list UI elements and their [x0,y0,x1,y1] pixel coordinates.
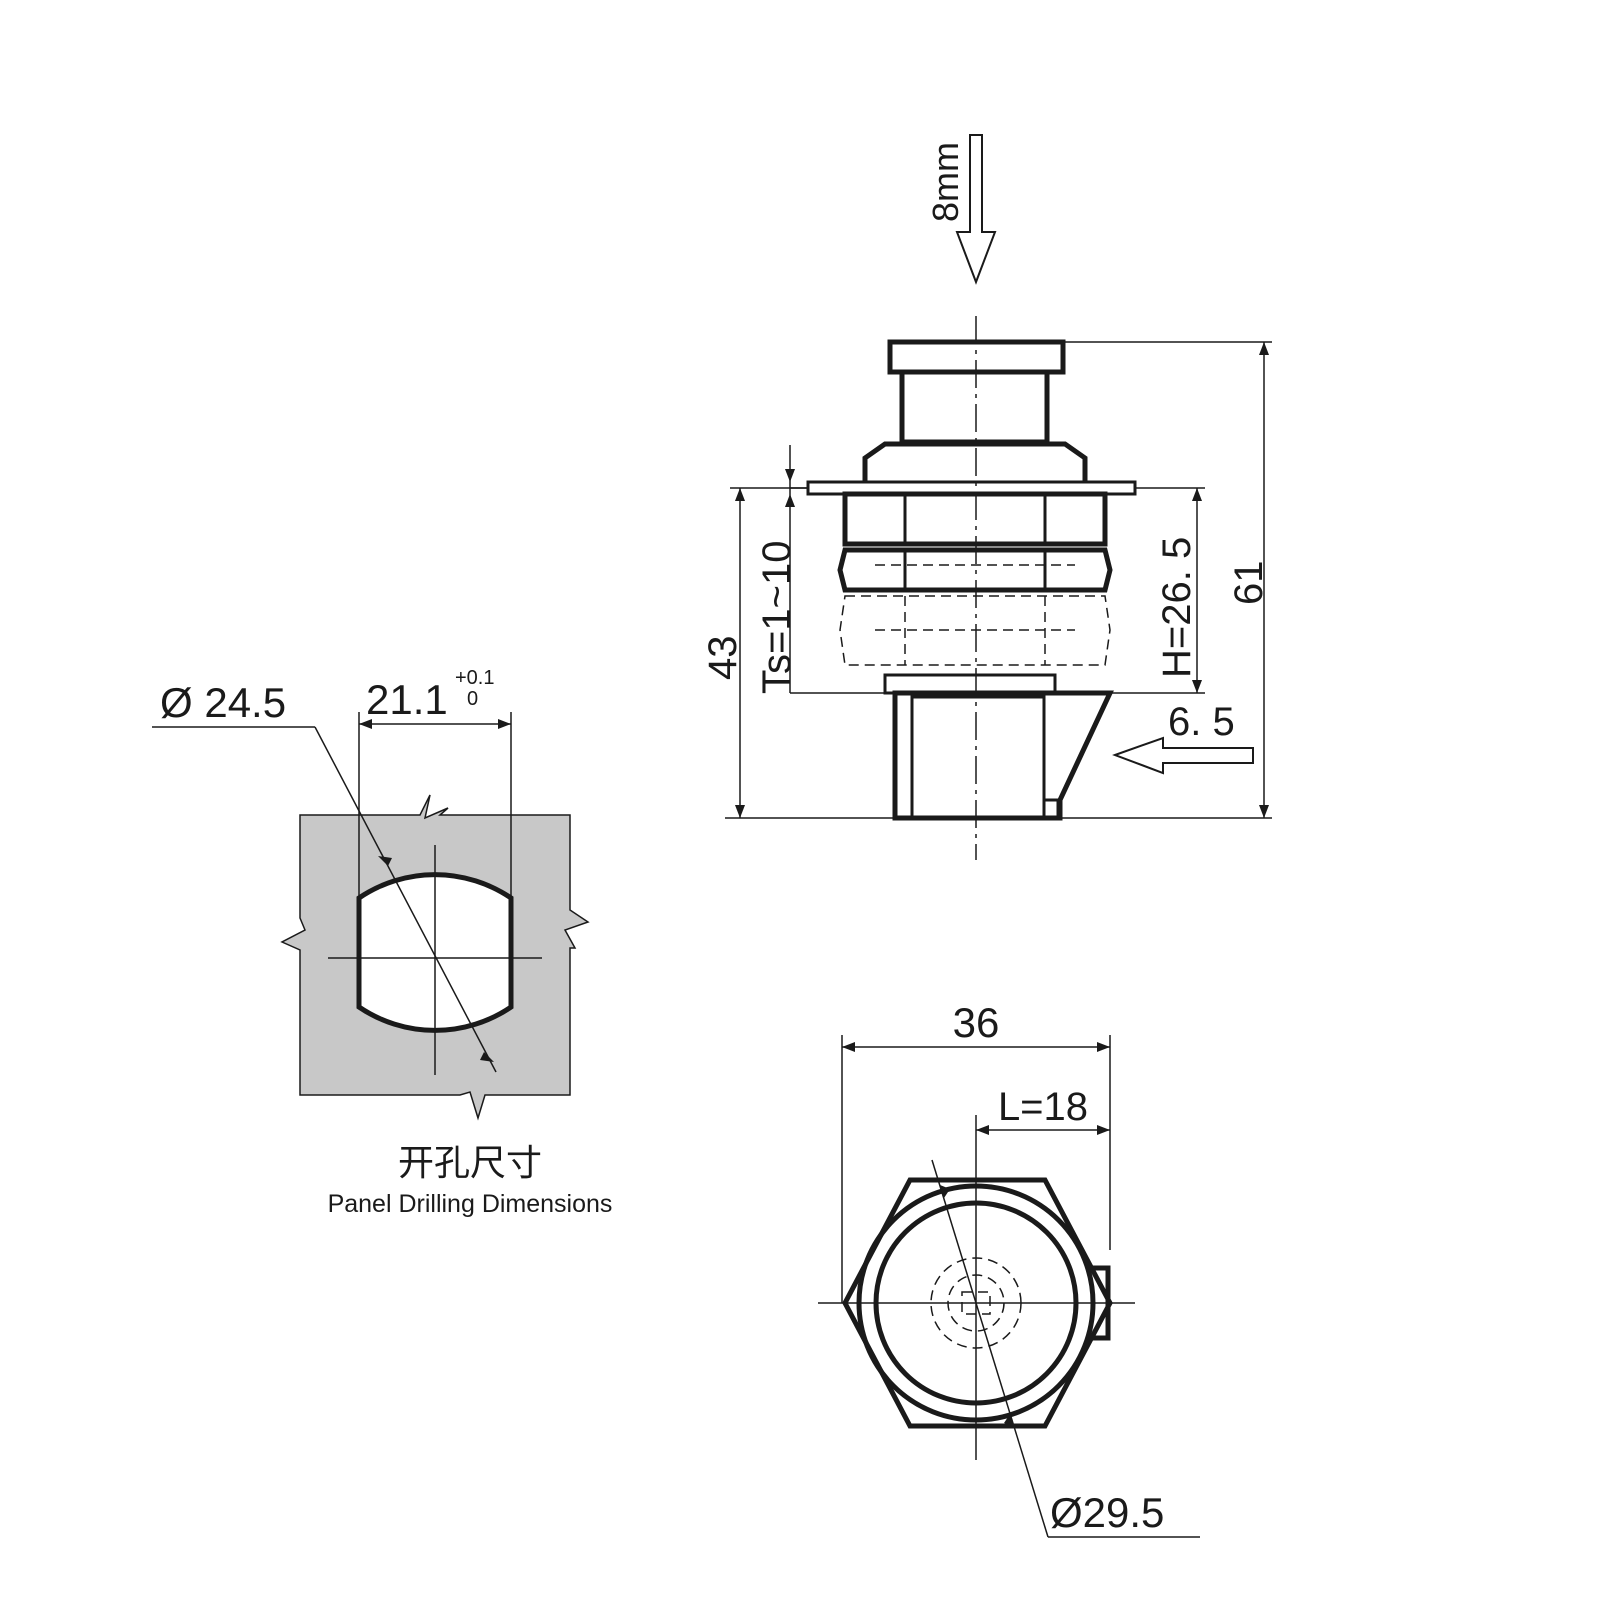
dim36-label: 36 [953,999,1000,1046]
nut-upper [842,491,1108,547]
nut-lower [837,547,1113,593]
dia-leader-diagonal [314,726,497,1073]
panel-dia-label: Ø 24.5 [160,679,286,726]
stroke-arrow [955,134,997,285]
bottom-view: 36 L=18 Ø29.5 [818,999,1200,1538]
panel-flat-label: 21.1 [366,676,448,723]
l-arrow-right [1097,1125,1110,1135]
dia-arrow-upper [940,1185,950,1198]
flat-arrow-right [498,719,511,729]
ts-arrow-top [785,469,795,482]
l-arrow-left [976,1125,989,1135]
panel-drilling-view: Ø 24.5 21.1 +0.1 0 开孔尺寸 Panel Drilling D… [152,667,612,1218]
latch-arrow [1112,736,1254,775]
latch-tab [1042,798,1060,820]
panel-tol-upper: +0.1 [455,667,494,689]
ts-label: Ts=1~10 [755,541,799,694]
latch-inner [910,695,1046,820]
dia-arrow-bottom [480,1052,494,1062]
dia-arrow-top [378,856,392,866]
panel-caption-cn: 开孔尺寸 [398,1142,542,1183]
dim61-label: 61 [1227,561,1271,606]
bottom-dia-label: Ø29.5 [1050,1489,1164,1536]
push-button-stem [899,369,1050,445]
l-label: L=18 [998,1085,1088,1129]
side-view: 8mm Ts=1~10 [701,134,1272,860]
latch-body [892,690,1114,821]
dim36-arrow-left [842,1042,855,1052]
dim61-arrow-top [1259,342,1269,355]
panel-caption-en: Panel Drilling Dimensions [328,1190,613,1218]
dim36-arrow-right [1097,1042,1110,1052]
dim43-arrow-bottom [735,805,745,818]
dim61-arrow-bottom [1259,805,1269,818]
flat-arrow-left [359,719,372,729]
dim43-label: 43 [701,636,745,681]
latch-collar [883,673,1057,695]
dia-leader-diagonal [931,1159,1049,1538]
ts-arrow-bottom [785,494,795,507]
flange-boss [862,441,1088,482]
hidden-nut [839,595,1111,666]
panel-tol-lower: 0 [467,688,478,710]
latch-label: 6. 5 [1168,700,1235,744]
dia-arrow-lower [1004,1414,1014,1427]
h-arrow-top [1192,488,1202,501]
h-arrow-bottom [1192,680,1202,693]
dim43-arrow-top [735,488,745,501]
h-label: H=26. 5 [1155,537,1199,678]
stroke-label: 8mm [925,142,966,222]
